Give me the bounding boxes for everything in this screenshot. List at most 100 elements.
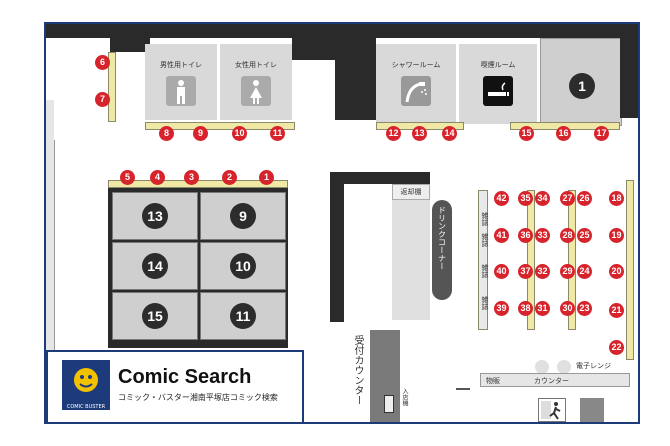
shelf-pin[interactable]: 32 — [535, 264, 550, 279]
booth-number: 9 — [230, 203, 256, 229]
booth-number: 13 — [142, 203, 168, 229]
shelf-pin[interactable]: 38 — [518, 301, 533, 316]
wall-block — [580, 398, 604, 422]
shelf-pin[interactable]: 33 — [535, 228, 550, 243]
shelf-pin[interactable]: 15 — [519, 126, 534, 141]
shelf-pin[interactable]: 29 — [560, 264, 575, 279]
smoking-room: 喫煙ルーム — [459, 44, 537, 124]
shelf-pin[interactable]: 6 — [95, 55, 110, 70]
wall-segment — [110, 38, 150, 52]
restroom-men-label: 男性用トイレ — [160, 61, 202, 69]
booth-number: 14 — [142, 253, 168, 279]
brand-subtitle: コミック・バスター湘南平塚店コミック検索 — [118, 393, 278, 402]
shelf-pin[interactable]: 41 — [494, 228, 509, 243]
shelf-pin[interactable]: 39 — [494, 301, 509, 316]
shelf-right-wall — [626, 180, 634, 360]
shelf-pin[interactable]: 42 — [494, 191, 509, 206]
shelf-pin[interactable]: 9 — [193, 126, 208, 141]
stool-icon — [557, 360, 571, 374]
room-1: 1 — [540, 38, 622, 126]
shelf-pin[interactable]: 18 — [609, 191, 624, 206]
shelf-pin[interactable]: 34 — [535, 191, 550, 206]
shelf-pin[interactable]: 10 — [232, 126, 247, 141]
reception-label-wrap: 受付カウンター — [350, 335, 365, 405]
shelf-pin[interactable]: 20 — [609, 264, 624, 279]
shelf-pin[interactable]: 16 — [556, 126, 571, 141]
shelf-pin[interactable]: 31 — [535, 301, 550, 316]
booth-number: 15 — [142, 303, 168, 329]
restroom-women: 女性用トイレ — [220, 44, 292, 120]
shelf-pin[interactable]: 37 — [518, 264, 533, 279]
return-shelf-label: 返却棚 — [400, 188, 422, 196]
shelf-left-top — [108, 52, 116, 122]
shower-room: シャワールーム — [376, 44, 456, 124]
reception-counter-label: 受付カウンター — [352, 335, 363, 405]
shelf-pin[interactable]: 3 — [184, 170, 199, 185]
shelf-pin[interactable]: 19 — [609, 228, 624, 243]
shelf-column — [527, 190, 535, 330]
shelf-top-row-a — [145, 122, 295, 130]
shower-icon — [401, 76, 431, 106]
booth[interactable]: 13 — [112, 192, 198, 240]
microwave-label: 電子レンジ — [576, 362, 611, 370]
exit-icon — [538, 398, 566, 422]
counter-bar — [480, 373, 630, 387]
entrance-machine-label: 入店機 — [401, 388, 408, 406]
shelf-pin[interactable]: 21 — [609, 303, 624, 318]
booth[interactable]: 9 — [200, 192, 286, 240]
shelf-pin[interactable]: 4 — [150, 170, 165, 185]
shelf-pin[interactable]: 36 — [518, 228, 533, 243]
booth[interactable]: 10 — [200, 242, 286, 290]
left-wall-inner — [54, 140, 62, 380]
counter-area — [392, 200, 430, 320]
shelf-pin[interactable]: 26 — [577, 191, 592, 206]
shelf-pin[interactable]: 1 — [259, 170, 274, 185]
logo-text: COMIC BUSTER — [66, 404, 106, 410]
brand-title: Comic Search — [118, 366, 252, 388]
wall-segment — [330, 172, 430, 184]
shelf-pin[interactable]: 35 — [518, 191, 533, 206]
top-wall — [46, 24, 638, 38]
shelf-pin[interactable]: 22 — [609, 340, 624, 355]
shelf-pin[interactable]: 7 — [95, 92, 110, 107]
restroom-women-label: 女性用トイレ — [235, 61, 277, 69]
shelf-pin[interactable]: 2 — [222, 170, 237, 185]
shelf-pin[interactable]: 40 — [494, 264, 509, 279]
shelf-pin[interactable]: 5 — [120, 170, 135, 185]
booth[interactable]: 11 — [200, 292, 286, 340]
wall-block — [335, 60, 376, 120]
shelf-pin[interactable]: 12 — [386, 126, 401, 141]
shelf-pin[interactable]: 17 — [594, 126, 609, 141]
shelf-pin[interactable]: 25 — [577, 228, 592, 243]
wall-segment — [620, 38, 638, 118]
stool-icon — [535, 360, 549, 374]
magazine-label: 雑誌 — [481, 264, 489, 278]
shelf-pin[interactable]: 28 — [560, 228, 575, 243]
shelf-pin[interactable]: 11 — [270, 126, 285, 141]
entrance-machine[interactable] — [384, 395, 394, 413]
shelf-column — [568, 190, 576, 330]
smoking-icon — [483, 76, 513, 106]
shelf-pin[interactable]: 23 — [577, 301, 592, 316]
wall-segment — [330, 172, 344, 322]
men-icon — [166, 76, 196, 106]
comic-buster-logo: COMIC BUSTER — [62, 360, 110, 410]
shelf-pin[interactable]: 14 — [442, 126, 457, 141]
shelf-pin[interactable]: 13 — [412, 126, 427, 141]
brand-box: COMIC BUSTER Comic Search コミック・バスター湘南平塚店… — [46, 350, 304, 424]
booth[interactable]: 14 — [112, 242, 198, 290]
return-shelf: 返却棚 — [392, 184, 430, 200]
shelf-pin[interactable]: 30 — [560, 301, 575, 316]
shelf-pin[interactable]: 8 — [159, 126, 174, 141]
shelf-pin[interactable]: 27 — [560, 191, 575, 206]
magazine-label: 雑誌 — [481, 296, 489, 310]
booth-number: 10 — [230, 253, 256, 279]
magazine-label: 雑誌 — [481, 233, 489, 247]
goods-label: 物販 — [486, 377, 500, 385]
counter-label: カウンター — [534, 377, 569, 385]
women-icon — [241, 76, 271, 106]
shelf-pin[interactable]: 24 — [577, 264, 592, 279]
booth[interactable]: 15 — [112, 292, 198, 340]
floor-frame — [44, 22, 640, 424]
wall-segment — [292, 38, 376, 60]
